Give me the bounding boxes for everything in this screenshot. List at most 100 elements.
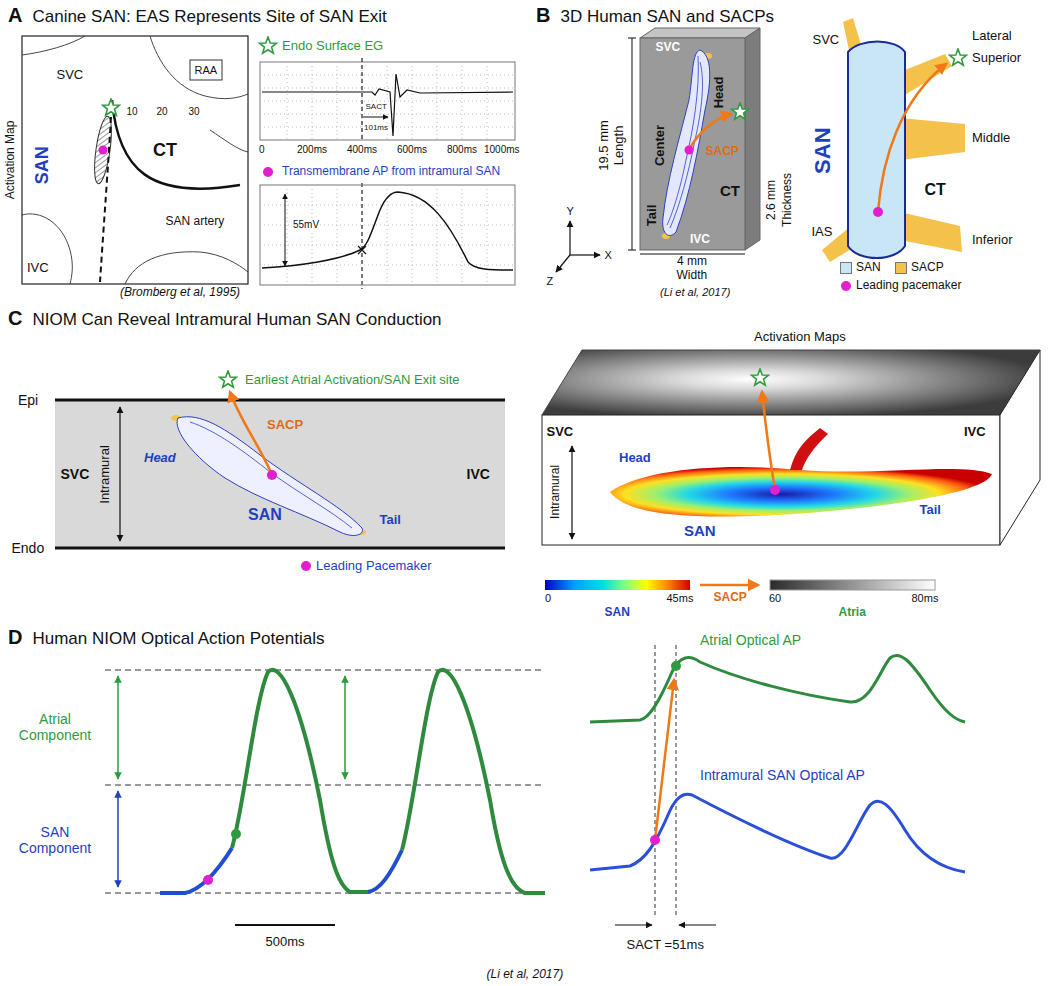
annotation-label: 60 (769, 592, 781, 605)
san-schematic (900, 54, 952, 98)
san-3d-model (640, 28, 760, 38)
annotation-label: Width (677, 269, 708, 283)
san-3d-model (640, 38, 745, 250)
san-schematic (949, 49, 966, 65)
action-potential-trace (260, 167, 515, 285)
activation-map-3d (790, 428, 828, 470)
activation-map-3d (610, 467, 992, 517)
annotation-label: Intramural (549, 465, 563, 519)
san-3d-model (556, 255, 570, 272)
annotation-label: SACT =51ms (627, 938, 704, 953)
annotation-label: Center (653, 124, 668, 165)
intramural-slab (230, 392, 272, 475)
intramural-slab (267, 470, 277, 480)
annotation-label: Head (712, 76, 727, 108)
optical-ap-trace (117, 676, 119, 779)
annotation-label: 0 (259, 144, 265, 156)
panel-heading: ACanine SAN: EAS Represents Site of SAN … (0, 0, 526, 31)
optical-ap-pair (679, 924, 716, 925)
optical-ap-pair (590, 655, 965, 722)
annotation-label: 0 (545, 592, 551, 605)
annotation-label: Transmembrane AP from intramural SAN (282, 165, 500, 179)
annotation-label: Y (567, 205, 574, 218)
annotation-label: CT (925, 181, 946, 199)
activation-map (22, 36, 248, 284)
annotation-label: Atria (839, 606, 866, 620)
annotation-label: SACP (714, 591, 747, 605)
optical-ap-trace (105, 670, 545, 893)
annotation-label: Epi (18, 392, 38, 408)
annotation-label: 80ms (912, 592, 939, 605)
san-3d-model (569, 221, 570, 255)
san-3d-model (667, 56, 702, 228)
activation-map-3d (542, 415, 1000, 545)
optical-ap-trace (235, 924, 335, 926)
action-potential-trace (260, 185, 515, 285)
annotation-label: 55mV (292, 219, 320, 231)
annotation-label: IVC (690, 233, 710, 247)
activation-map (22, 36, 248, 284)
annotation-label: Intramural SAN Optical AP (700, 767, 865, 783)
annotation-label: Tail (920, 503, 941, 518)
san-3d-model (745, 28, 760, 250)
annotation-label: Intramural (97, 445, 112, 504)
action-potential-trace (285, 194, 286, 266)
annotation-label: 45ms (667, 592, 694, 605)
annotation-label: IVC (467, 466, 490, 482)
electrogram-trace (363, 117, 388, 118)
action-potential-trace (358, 246, 366, 254)
electrogram-trace (262, 74, 513, 136)
optical-ap-pair (590, 645, 965, 925)
legend-swatch (841, 281, 851, 291)
annotation-label: 10 (127, 106, 138, 118)
san-schematic (900, 118, 965, 160)
annotation-label: (Bromberg et al, 1995) (120, 286, 240, 300)
electrogram-trace (259, 37, 515, 289)
optical-ap-pair (655, 680, 674, 840)
san-3d-model (731, 103, 748, 119)
annotation-label: Inferior (972, 233, 1012, 248)
action-potential-trace (263, 167, 273, 177)
annotation-label: Leading Pacemaker (316, 559, 432, 574)
activation-map (190, 60, 222, 80)
optical-ap-pair (671, 661, 681, 671)
san-schematic (900, 212, 962, 252)
annotation-label: SVC (813, 33, 840, 48)
san-3d-model (685, 146, 694, 155)
optical-ap-trace (105, 670, 545, 925)
san-3d-model (556, 28, 760, 272)
optical-ap-trace (232, 670, 545, 893)
annotation-label: Z (547, 275, 554, 288)
annotation-label: Tail (380, 513, 401, 528)
legend-item: Leading pacemaker (840, 279, 961, 293)
intramural-slab (55, 371, 505, 571)
intramural-slab (190, 422, 352, 528)
san-3d-model (628, 38, 636, 250)
panel-letter: B (536, 4, 550, 26)
activation-map-3d (545, 580, 690, 590)
annotation-label: Activation Maps (754, 330, 846, 345)
action-potential-trace (260, 185, 515, 285)
optical-ap-trace (117, 791, 119, 887)
annotation-label: Thickness (781, 173, 795, 227)
annotation-label: 500ms (266, 935, 305, 950)
activation-map-3d (751, 369, 768, 385)
annotation-label: SAN Component (13, 824, 98, 856)
panel-heading: CNIOM Can Reveal Intramural Human SAN Co… (0, 303, 1050, 334)
electrogram-trace (259, 37, 276, 53)
annotation-label: Head (144, 451, 176, 466)
intramural-slab (301, 561, 311, 571)
annotation-label: CT (720, 182, 740, 199)
panel-title: Canine SAN: EAS Represents Site of SAN E… (32, 8, 386, 27)
annotation-label: Head (619, 451, 651, 466)
panel-title: Human NIOM Optical Action Potentials (32, 630, 324, 649)
activation-map (91, 115, 114, 184)
panel-title: NIOM Can Reveal Intramural Human SAN Con… (32, 311, 441, 330)
optical-ap-trace (160, 848, 402, 893)
san-3d-model (570, 254, 600, 255)
annotation-label: SVC (57, 68, 84, 83)
intramural-slab (119, 407, 120, 541)
activation-map-3d (542, 350, 1040, 415)
annotation-label: RAA (195, 64, 218, 77)
annotation-label: Atrial Component (13, 711, 98, 743)
